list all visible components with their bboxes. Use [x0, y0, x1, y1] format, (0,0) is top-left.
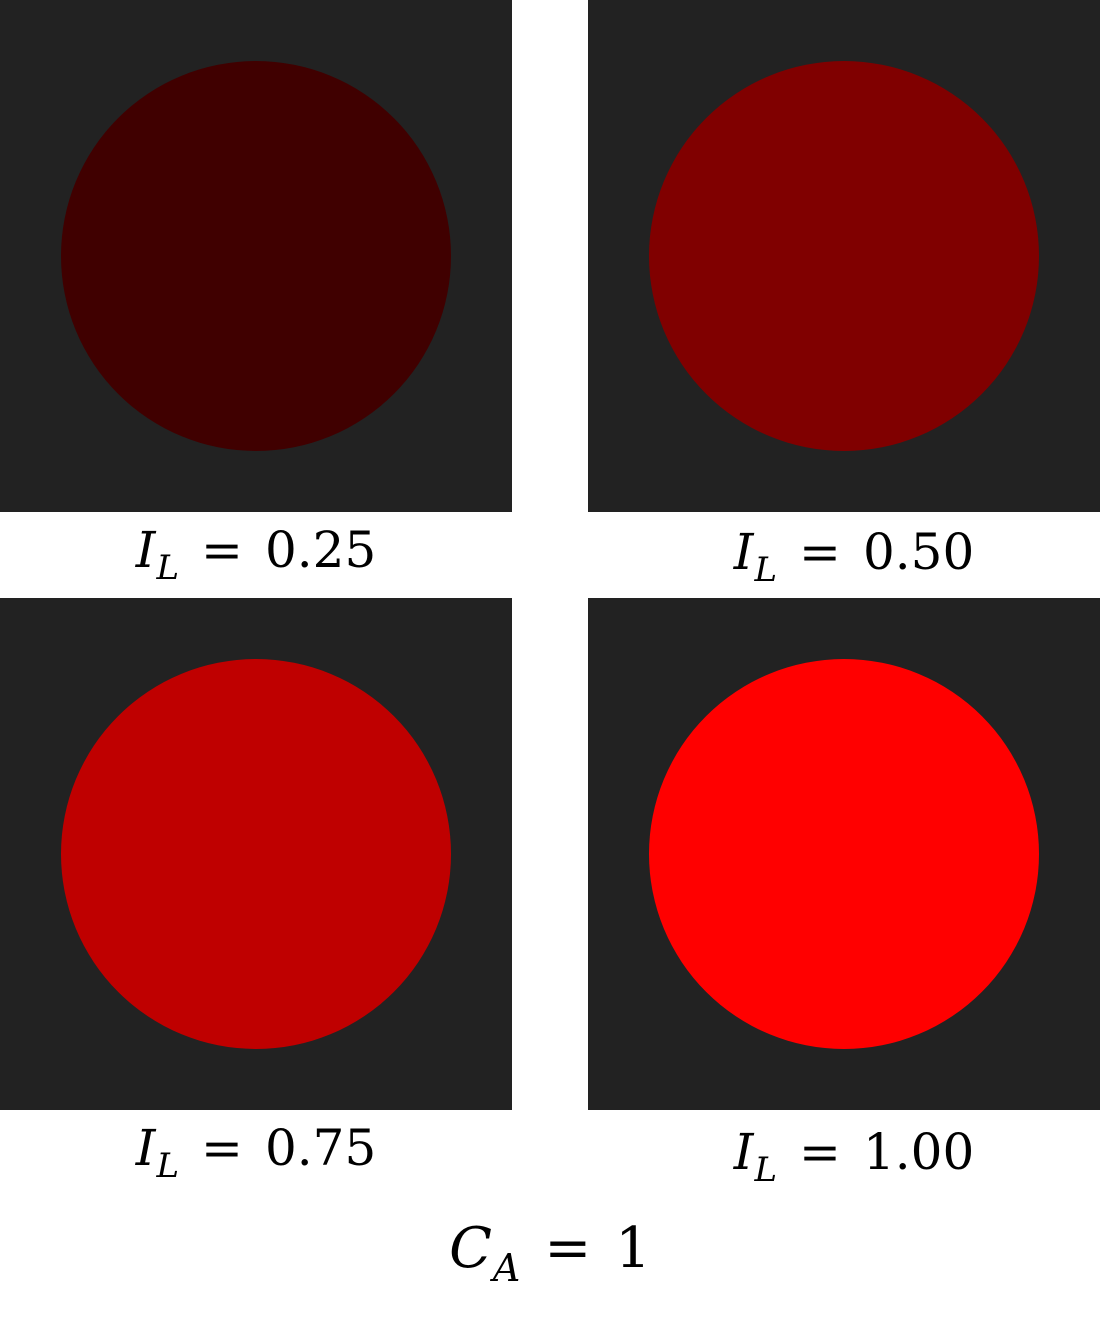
caption-value: 0.50 [862, 523, 975, 581]
footer-sub: A [492, 1246, 521, 1290]
caption-value: 0.25 [264, 521, 377, 579]
panel-il-0-75 [0, 598, 512, 1110]
caption-value: 0.75 [264, 1119, 377, 1177]
caption-eq: = [201, 1119, 243, 1177]
caption-sub: L [156, 1146, 180, 1186]
footer-value: 1 [615, 1216, 651, 1281]
caption-sub: L [156, 548, 180, 588]
caption-il-0-50: IL = 0.50 [598, 522, 1100, 590]
red-disc-0-25 [61, 61, 451, 451]
caption-value: 1.00 [862, 1123, 975, 1181]
caption-sub: L [754, 550, 778, 590]
panel-il-1-00 [588, 598, 1100, 1110]
caption-eq: = [799, 1123, 841, 1181]
caption-eq: = [201, 521, 243, 579]
panel-il-0-25 [0, 0, 512, 512]
red-disc-0-50 [649, 61, 1039, 451]
caption-il-0-75: IL = 0.75 [0, 1118, 512, 1186]
caption-var: I [135, 521, 156, 579]
caption-sub: L [754, 1150, 778, 1190]
caption-eq: = [799, 523, 841, 581]
panel-il-0-50 [588, 0, 1100, 512]
caption-var: I [135, 1119, 156, 1177]
red-disc-1-00 [649, 659, 1039, 1049]
footer-ca-equation: CA = 1 [0, 1216, 1100, 1290]
red-disc-0-75 [61, 659, 451, 1049]
footer-var: C [449, 1216, 492, 1281]
caption-var: I [733, 523, 754, 581]
caption-il-0-25: IL = 0.25 [0, 520, 512, 588]
caption-il-1-00: IL = 1.00 [598, 1122, 1100, 1190]
footer-eq: = [544, 1216, 592, 1281]
caption-var: I [733, 1123, 754, 1181]
